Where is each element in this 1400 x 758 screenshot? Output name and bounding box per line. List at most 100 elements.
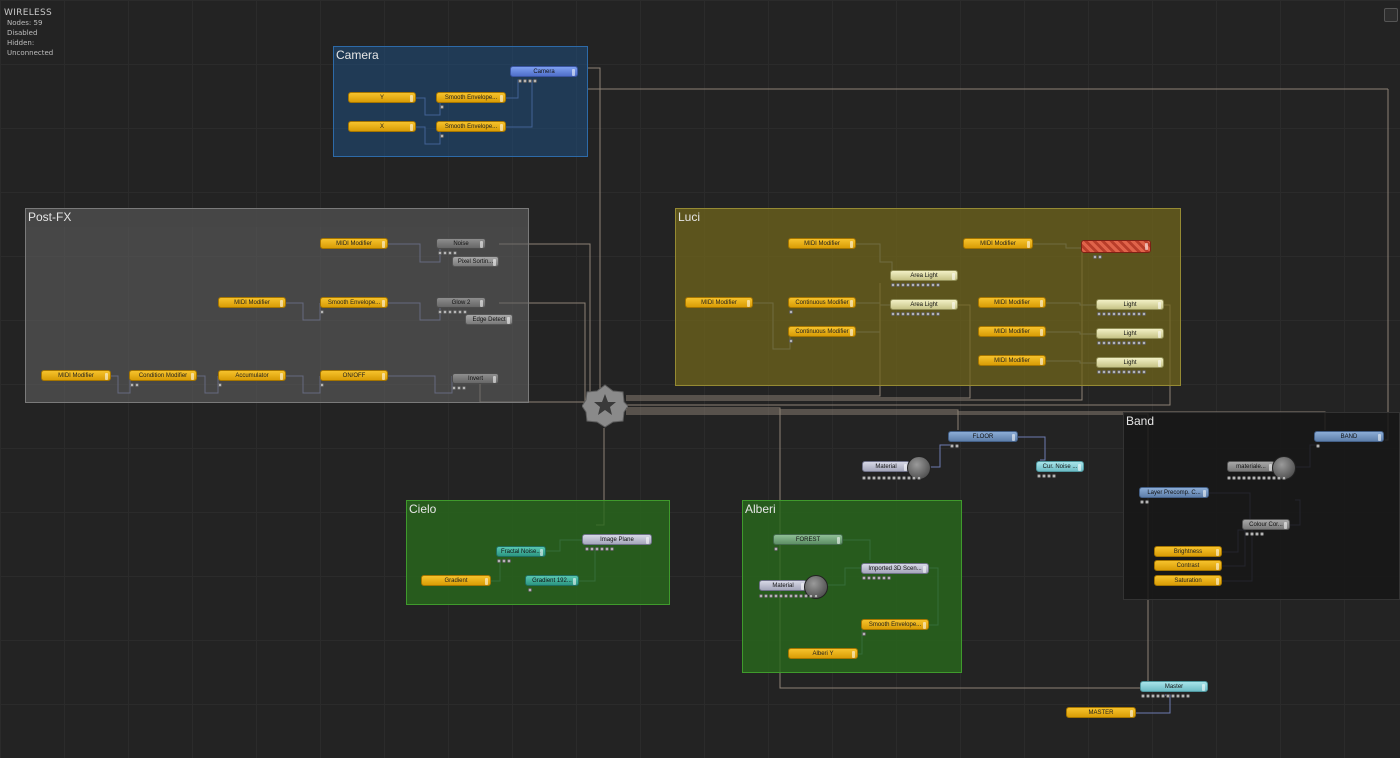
node-colour-correct[interactable]: Colour Cor... xyxy=(1242,519,1290,530)
graph-stats-overlay: WIRELESS Nodes: 59 Disabled Hidden: Unco… xyxy=(4,8,53,58)
node-area-light[interactable]: Area Light xyxy=(890,270,958,281)
node-on-off[interactable]: ON/OFF xyxy=(320,370,388,381)
node-condition-modifier[interactable]: Condition Modifier xyxy=(129,370,197,381)
node-ports[interactable] xyxy=(320,383,324,387)
node-band[interactable]: BAND xyxy=(1314,431,1384,442)
node-smooth-envelope[interactable]: Smooth Envelope... xyxy=(861,619,929,630)
node-brightness[interactable]: Brightness xyxy=(1154,546,1222,557)
stat-nodes: Nodes: 59 xyxy=(7,19,43,27)
node-accumulator[interactable]: Accumulator xyxy=(218,370,286,381)
node-ports[interactable] xyxy=(528,588,532,592)
node-floor-material[interactable]: Material xyxy=(862,461,910,472)
node-master-input[interactable]: MASTER xyxy=(1066,707,1136,718)
node-camera[interactable]: Camera xyxy=(510,66,578,77)
node-ports[interactable] xyxy=(1097,370,1146,374)
node-ports[interactable] xyxy=(862,632,866,636)
node-noise[interactable]: Noise xyxy=(436,238,486,249)
node-gradient-2[interactable]: Gradient 192... xyxy=(525,575,579,586)
node-imported-3d-scene[interactable]: Imported 3D Scen... xyxy=(861,563,929,574)
node-ports[interactable] xyxy=(1227,476,1286,480)
node-ports[interactable] xyxy=(862,576,891,580)
node-midi-modifier[interactable]: MIDI Modifier xyxy=(978,326,1046,337)
group-title: Camera xyxy=(336,48,379,62)
node-cam-x[interactable]: X xyxy=(348,121,416,132)
group-band[interactable]: Band xyxy=(1123,412,1400,600)
node-ports[interactable] xyxy=(1037,474,1056,478)
node-midi-modifier[interactable]: MIDI Modifier xyxy=(788,238,856,249)
wireless-title: WIRELESS xyxy=(4,8,53,18)
node-ports[interactable] xyxy=(862,476,921,480)
group-luci[interactable]: Luci xyxy=(675,208,1181,386)
stat-disabled: Disabled xyxy=(7,29,38,37)
node-cam-envelope-2[interactable]: Smooth Envelope... xyxy=(436,121,506,132)
node-continuous-modifier[interactable]: Continuous Modifier xyxy=(788,297,856,308)
node-light[interactable]: Light xyxy=(1096,299,1164,310)
node-ports[interactable] xyxy=(452,386,466,390)
node-alberi-y[interactable]: Alberi Y xyxy=(788,648,858,659)
node-midi-modifier[interactable]: MIDI Modifier xyxy=(41,370,111,381)
node-midi-modifier[interactable]: MIDI Modifier xyxy=(218,297,286,308)
node-ports[interactable] xyxy=(585,547,614,551)
node-edge-detect[interactable]: Edge Detect xyxy=(465,314,513,325)
node-floor[interactable]: FLOOR xyxy=(948,431,1018,442)
node-ports[interactable] xyxy=(1097,341,1146,345)
node-ports[interactable] xyxy=(891,312,940,316)
node-fractal-noise[interactable]: Fractal Noise... xyxy=(496,546,546,557)
node-invert[interactable]: Invert xyxy=(452,373,499,384)
node-ports[interactable] xyxy=(440,105,444,109)
node-ports[interactable] xyxy=(1097,312,1146,316)
stat-hidden: Hidden: xyxy=(7,39,35,47)
node-ports[interactable] xyxy=(218,383,222,387)
node-ports[interactable] xyxy=(789,339,793,343)
node-ports[interactable] xyxy=(950,444,959,448)
group-title: Alberi xyxy=(745,502,776,516)
node-pixel-sorting[interactable]: Pixel Sortin... xyxy=(452,256,499,267)
node-continuous-modifier[interactable]: Continuous Modifier xyxy=(788,326,856,337)
node-ports[interactable] xyxy=(440,134,444,138)
node-light[interactable]: Light xyxy=(1096,328,1164,339)
node-saturation[interactable]: Saturation xyxy=(1154,575,1222,586)
node-ports[interactable] xyxy=(1245,532,1264,536)
node-ports[interactable] xyxy=(320,310,324,314)
node-ports[interactable] xyxy=(891,283,940,287)
node-ports[interactable] xyxy=(1140,500,1149,504)
node-area-light[interactable]: Area Light xyxy=(890,299,958,310)
node-ports[interactable] xyxy=(1316,444,1320,448)
node-cam-y[interactable]: Y xyxy=(348,92,416,103)
node-smooth-envelope[interactable]: Smooth Envelope... xyxy=(320,297,388,308)
group-title: Cielo xyxy=(409,502,437,516)
node-disabled-light[interactable] xyxy=(1081,240,1151,253)
root-scene-hub-icon[interactable] xyxy=(582,383,628,429)
graph-menu-icon[interactable] xyxy=(1384,8,1398,22)
node-midi-modifier[interactable]: MIDI Modifier xyxy=(320,238,388,249)
node-ports[interactable] xyxy=(438,251,457,255)
node-midi-modifier[interactable]: MIDI Modifier xyxy=(978,355,1046,366)
node-ports[interactable] xyxy=(774,547,778,551)
group-title: Band xyxy=(1126,414,1155,428)
node-ports[interactable] xyxy=(130,383,139,387)
node-midi-modifier[interactable]: MIDI Modifier xyxy=(978,297,1046,308)
node-ports[interactable] xyxy=(789,310,793,314)
node-contrast[interactable]: Contrast xyxy=(1154,560,1222,571)
node-forest[interactable]: FOREST xyxy=(773,534,843,545)
node-image-plane[interactable]: Image Plane xyxy=(582,534,652,545)
node-gradient[interactable]: Gradient xyxy=(421,575,491,586)
node-master[interactable]: Master xyxy=(1140,681,1208,692)
stat-unconnected: Unconnected xyxy=(7,49,54,57)
node-light[interactable]: Light xyxy=(1096,357,1164,368)
node-layer-precomp[interactable]: Layer Precomp. C... xyxy=(1139,487,1209,498)
node-band-material[interactable]: materiale... xyxy=(1227,461,1275,472)
node-ports[interactable] xyxy=(1093,255,1102,259)
node-ports[interactable] xyxy=(518,79,537,83)
node-curl-noise[interactable]: Cur. Noise ... xyxy=(1036,461,1084,472)
node-midi-modifier[interactable]: MIDI Modifier xyxy=(685,297,753,308)
node-glow[interactable]: Glow 2 xyxy=(436,297,486,308)
node-ports[interactable] xyxy=(438,310,467,314)
node-midi-modifier[interactable]: MIDI Modifier xyxy=(963,238,1033,249)
node-cam-envelope-1[interactable]: Smooth Envelope... xyxy=(436,92,506,103)
node-ports[interactable] xyxy=(759,594,818,598)
node-alberi-material[interactable]: Material xyxy=(759,580,807,591)
node-ports[interactable] xyxy=(497,559,511,563)
node-ports[interactable] xyxy=(1141,694,1190,698)
